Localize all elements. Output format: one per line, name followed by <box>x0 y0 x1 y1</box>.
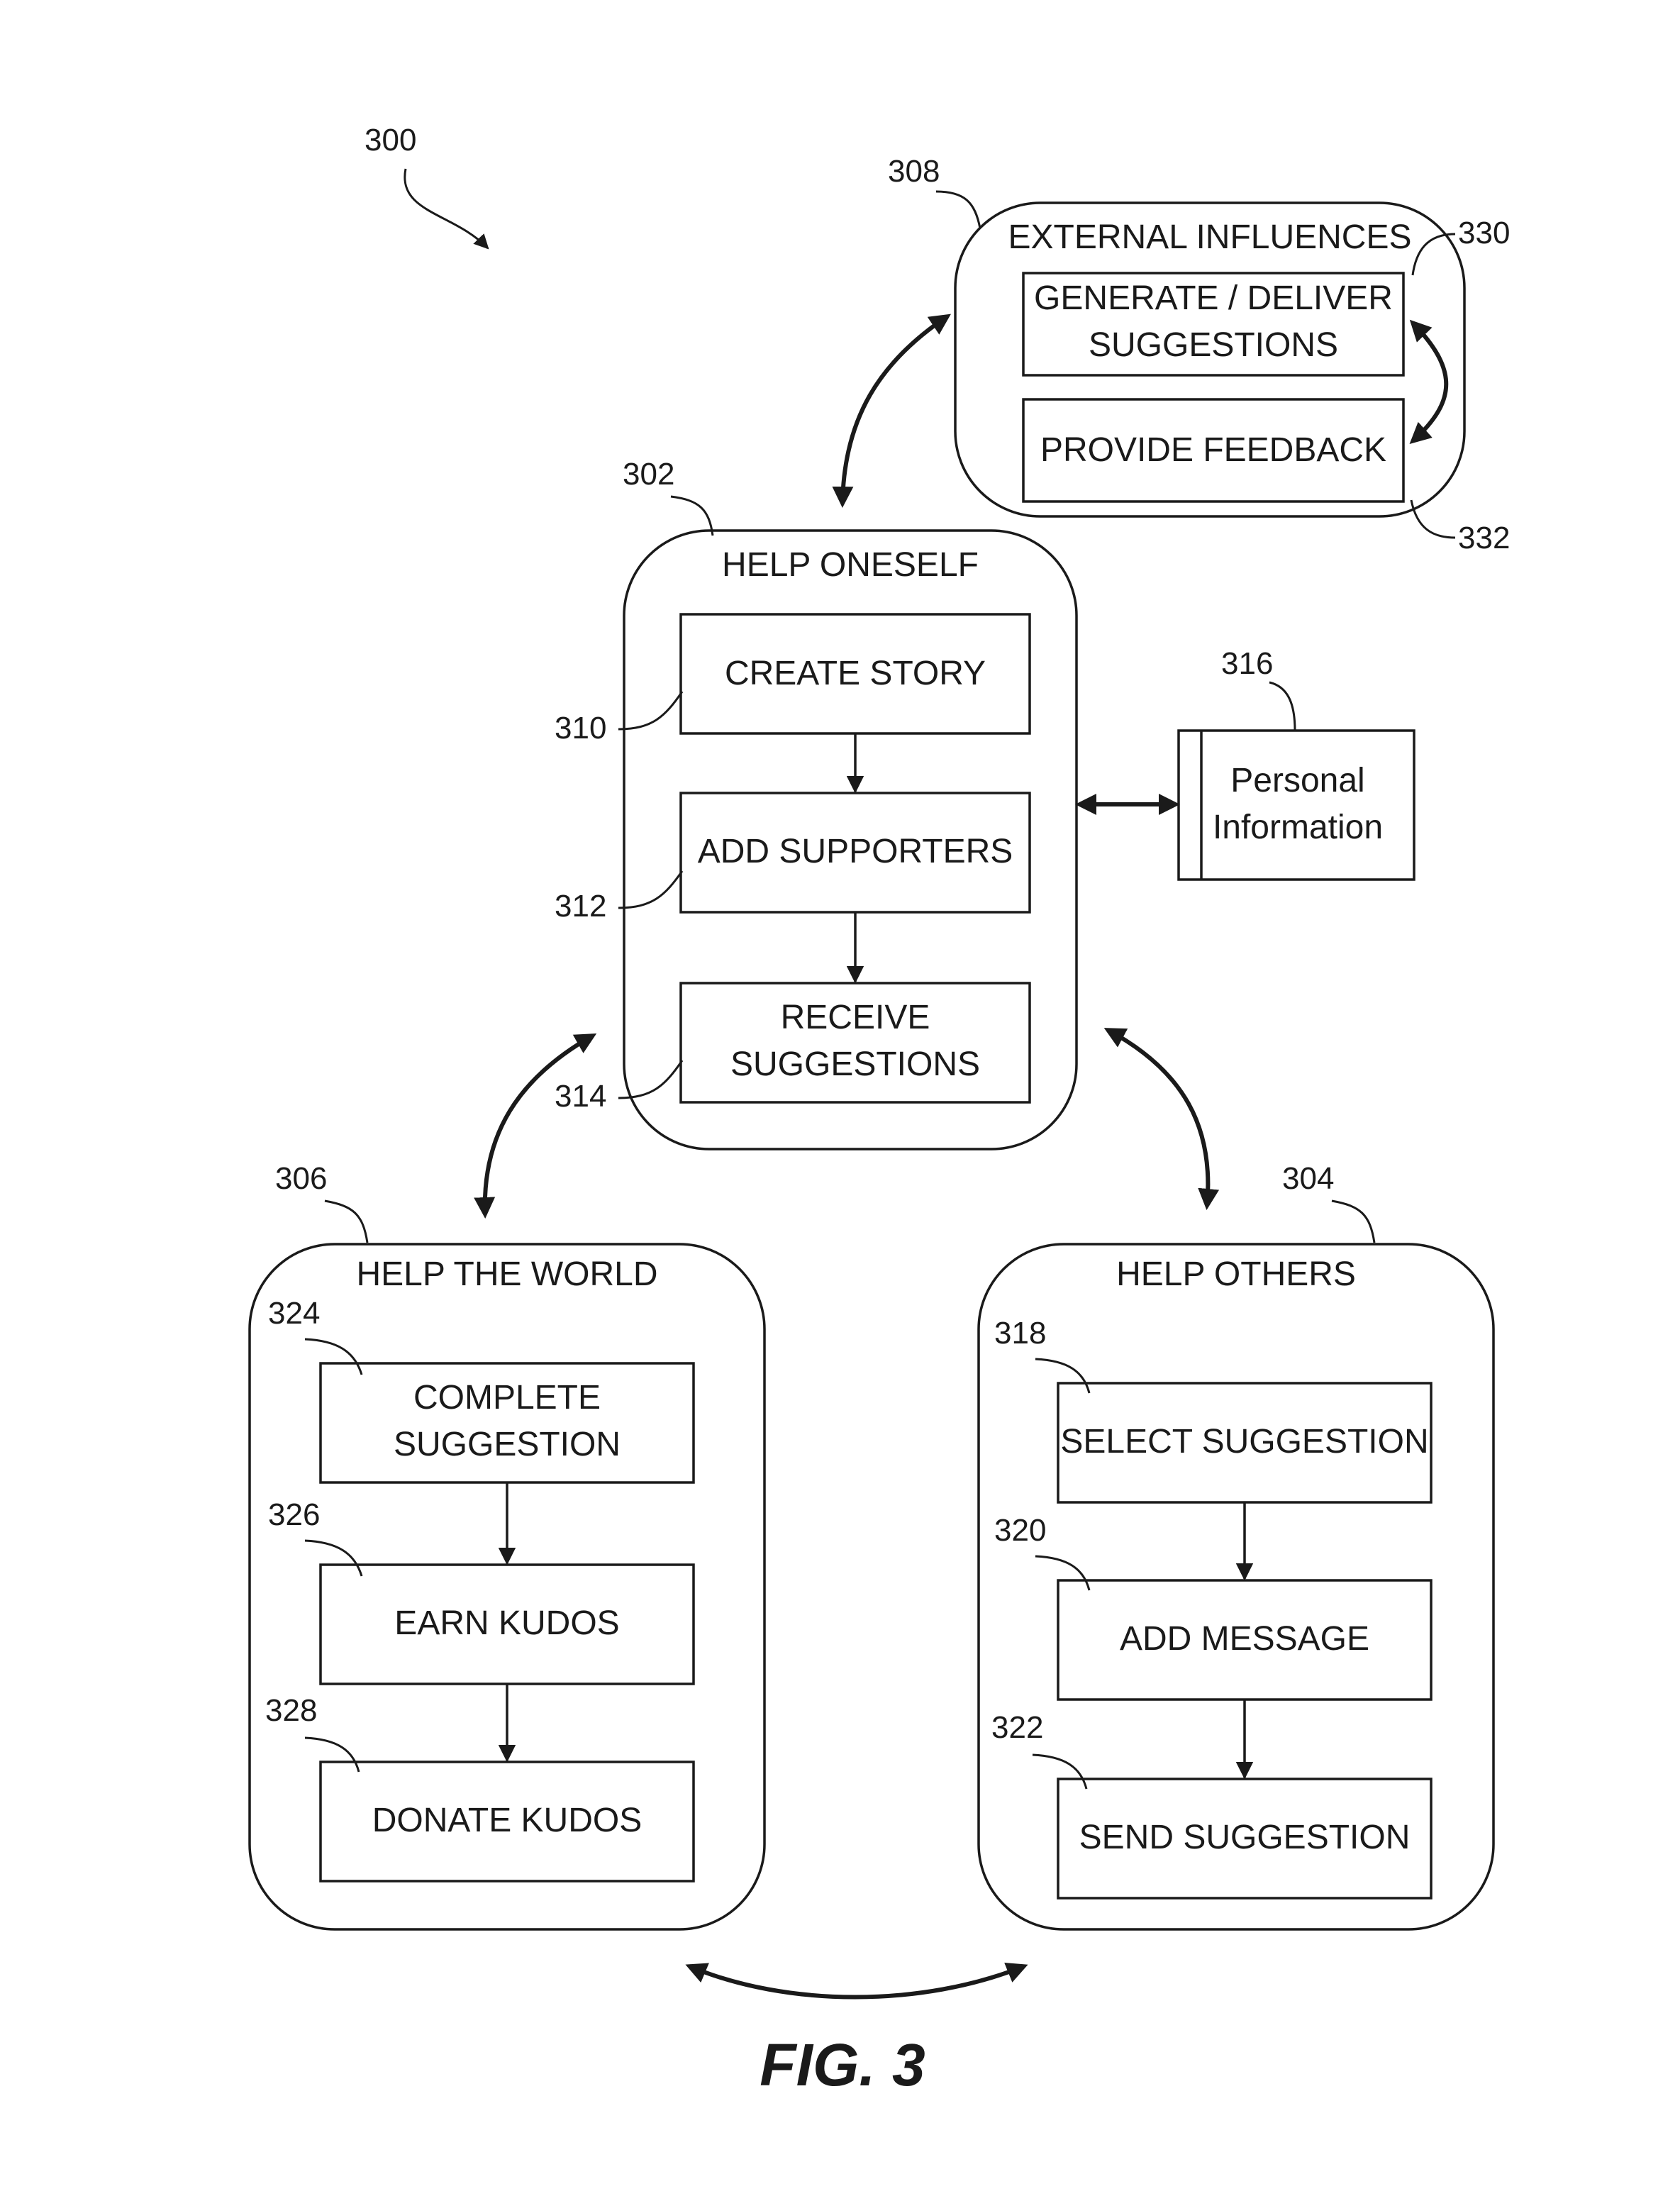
complete-suggestion-ref: 324 <box>268 1296 320 1331</box>
send-suggestion-ref: 322 <box>991 1710 1043 1745</box>
complete-suggestion-line1: COMPLETE <box>413 1379 601 1416</box>
help-the-world-leader <box>325 1201 367 1243</box>
personal-information-ref: 316 <box>1221 646 1273 681</box>
help-oneself-title: HELP ONESELF <box>722 546 979 584</box>
earn-kudos-label: EARN KUDOS <box>394 1604 619 1642</box>
world-others-biarrow <box>689 1966 1024 1997</box>
create-story-label: CREATE STORY <box>725 655 986 692</box>
help-others-ref: 304 <box>1282 1161 1334 1196</box>
external-influences-ref: 308 <box>888 154 940 189</box>
personal-information-leader <box>1269 682 1295 731</box>
donate-kudos-ref: 328 <box>265 1693 317 1728</box>
generate-deliver-line1: GENERATE / DELIVER <box>1034 279 1393 317</box>
donate-kudos-label: DONATE KUDOS <box>372 1802 642 1839</box>
create-story-ref: 310 <box>555 711 606 745</box>
personal-information-line1: Personal <box>1230 762 1364 799</box>
help-others-title: HELP OTHERS <box>1116 1255 1356 1293</box>
oneself-others-biarrow <box>1108 1030 1208 1206</box>
external-influences-leader <box>936 192 980 228</box>
add-message-ref: 320 <box>994 1513 1046 1548</box>
personal-information-box <box>1179 731 1414 880</box>
receive-suggestions-ref: 314 <box>555 1079 606 1114</box>
complete-suggestion-line2: SUGGESTION <box>394 1426 621 1463</box>
add-supporters-ref: 312 <box>555 889 606 924</box>
help-oneself-ref: 302 <box>623 457 674 492</box>
add-message-label: ADD MESSAGE <box>1120 1620 1369 1658</box>
receive-suggestions-line2: SUGGESTIONS <box>730 1046 980 1083</box>
provide-feedback-ref: 332 <box>1458 521 1510 555</box>
select-suggestion-label: SELECT SUGGESTION <box>1060 1423 1428 1460</box>
help-others-leader <box>1332 1201 1374 1243</box>
generate-deliver-line2: SUGGESTIONS <box>1089 326 1338 364</box>
send-suggestion-label: SEND SUGGESTION <box>1079 1819 1411 1856</box>
oneself-world-biarrow <box>485 1036 593 1214</box>
figure-ref-arrow <box>405 169 488 248</box>
group-help-others: HELP OTHERS 304 SELECT SUGGESTION 318 AD… <box>979 1161 1493 1929</box>
oneself-external-biarrow <box>842 316 947 504</box>
select-suggestion-ref: 318 <box>994 1316 1046 1351</box>
figure-ref-300: 300 <box>365 123 416 157</box>
generate-deliver-ref: 330 <box>1458 216 1510 250</box>
personal-information-store: Personal Information 316 <box>1179 646 1414 880</box>
group-help-the-world: HELP THE WORLD 306 COMPLETE SUGGESTION 3… <box>250 1161 764 1929</box>
provide-feedback-label: PROVIDE FEEDBACK <box>1040 431 1386 469</box>
personal-information-line2: Information <box>1213 809 1383 846</box>
figure-caption: FIG. 3 <box>760 2031 925 2098</box>
receive-suggestions-line1: RECEIVE <box>781 999 930 1036</box>
add-supporters-label: ADD SUPPORTERS <box>698 833 1013 870</box>
earn-kudos-ref: 326 <box>268 1497 320 1532</box>
help-the-world-title: HELP THE WORLD <box>357 1255 658 1293</box>
help-the-world-ref: 306 <box>275 1161 327 1196</box>
group-external-influences: EXTERNAL INFLUENCES 308 GENERATE / DELIV… <box>888 154 1510 555</box>
group-help-oneself: HELP ONESELF 302 CREATE STORY 310 ADD SU… <box>555 457 1077 1149</box>
external-influences-title: EXTERNAL INFLUENCES <box>1008 218 1411 256</box>
